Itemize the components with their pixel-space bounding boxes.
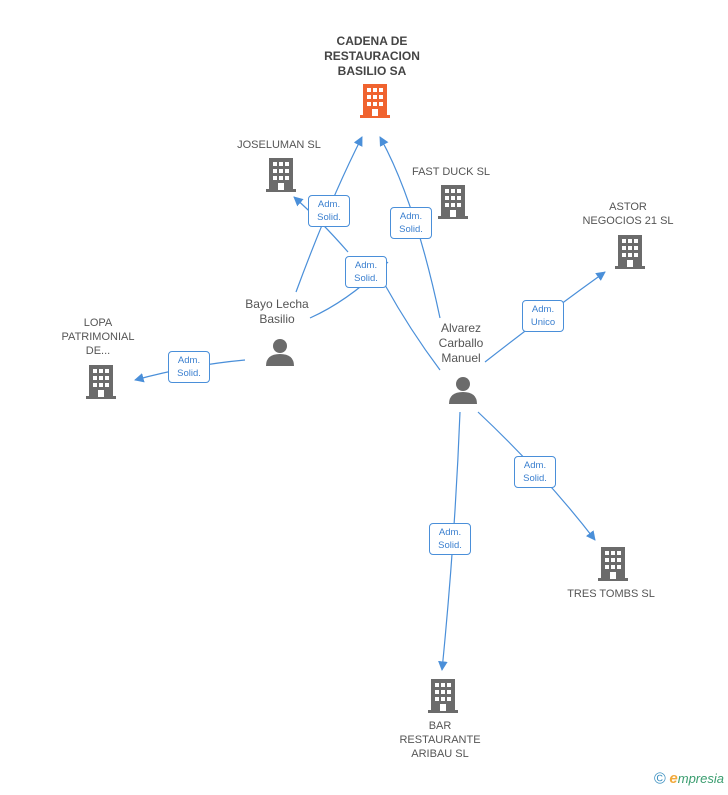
brand-name: mpresia xyxy=(677,771,724,787)
main-company-building-icon[interactable] xyxy=(360,84,390,118)
role-badge-bayo-lopa[interactable]: Adm. Solid. xyxy=(168,351,210,383)
lopa-label[interactable]: LOPA PATRIMONIAL DE... xyxy=(61,317,135,357)
role-badge-alvarez-main[interactable]: Adm. Solid. xyxy=(390,207,432,239)
role-badge-alvarez-bar[interactable]: Adm. Solid. xyxy=(429,523,471,555)
main-company-label[interactable]: CADENA DE RESTAURACION BASILIO SA xyxy=(324,34,420,78)
bar-building-icon[interactable] xyxy=(428,679,458,713)
bayo-label[interactable]: Bayo Lecha Basilio xyxy=(245,297,309,326)
trestombs-building-icon[interactable] xyxy=(598,547,628,581)
fastduck-label[interactable]: FAST DUCK SL xyxy=(411,166,491,178)
role-badge-bayo-main[interactable]: Adm. Solid. xyxy=(345,256,387,288)
lopa-building-icon[interactable] xyxy=(86,365,116,399)
role-badge-alvarez-trestombs[interactable]: Adm. Solid. xyxy=(514,456,556,488)
alvarez-person-icon[interactable] xyxy=(448,376,478,404)
bar-label[interactable]: BAR RESTAURANTE ARIBAU SL xyxy=(399,720,481,760)
role-badge-alvarez-astor[interactable]: Adm. Unico xyxy=(522,300,564,332)
role-badge-bayo-joseluman[interactable]: Adm. Solid. xyxy=(308,195,350,227)
copyright-icon: © xyxy=(653,771,666,788)
empresia-logo[interactable]: © empresia xyxy=(654,770,724,789)
bayo-person-icon[interactable] xyxy=(265,338,295,366)
trestombs-label[interactable]: TRES TOMBS SL xyxy=(567,588,655,600)
joseluman-label[interactable]: JOSELUMAN SL xyxy=(237,139,321,151)
edge-alvarez-center xyxy=(384,284,441,371)
astor-label[interactable]: ASTOR NEGOCIOS 21 SL xyxy=(582,201,674,227)
astor-building-icon[interactable] xyxy=(615,235,645,269)
brand-initial: e xyxy=(669,770,678,788)
joseluman-building-icon[interactable] xyxy=(266,158,296,192)
alvarez-label[interactable]: Alvarez Carballo Manuel xyxy=(438,321,484,365)
fastduck-building-icon[interactable] xyxy=(438,185,468,219)
